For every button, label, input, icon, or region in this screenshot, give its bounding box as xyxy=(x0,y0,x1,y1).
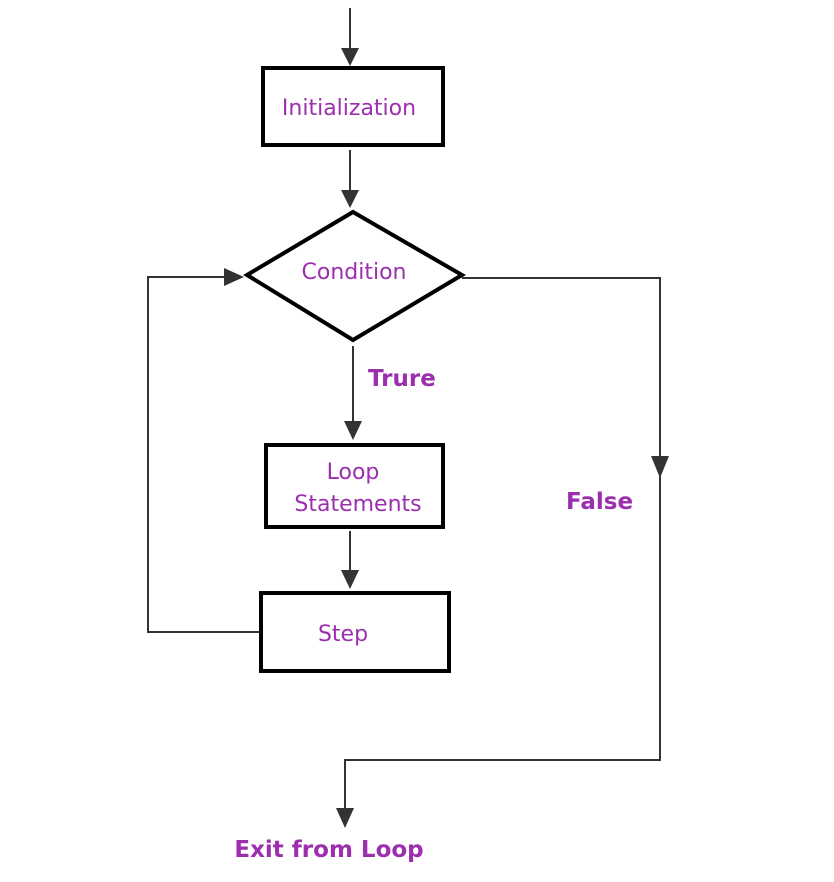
loop-back-connector xyxy=(147,268,259,633)
condition-label: Condition xyxy=(302,260,407,285)
loop-statements-label-line2: Statements xyxy=(294,492,421,517)
statements-to-step-connector xyxy=(341,531,359,589)
step-label: Step xyxy=(318,622,368,647)
condition-node: Condition xyxy=(243,209,466,343)
initialization-label: Initialization xyxy=(282,96,416,121)
loop-statements-node: Loop Statements xyxy=(264,443,445,529)
step-node: Step xyxy=(259,591,451,673)
entry-connector xyxy=(341,8,359,66)
true-branch-connector xyxy=(344,346,362,440)
false-branch-connector xyxy=(336,277,669,828)
exit-label: Exit from Loop xyxy=(234,837,423,863)
true-branch-label: Trure xyxy=(368,366,436,392)
init-to-condition-connector xyxy=(341,150,359,208)
initialization-node: Initialization xyxy=(261,66,445,147)
loop-statements-label-line1: Loop xyxy=(327,460,380,485)
false-branch-label: False xyxy=(566,489,633,515)
